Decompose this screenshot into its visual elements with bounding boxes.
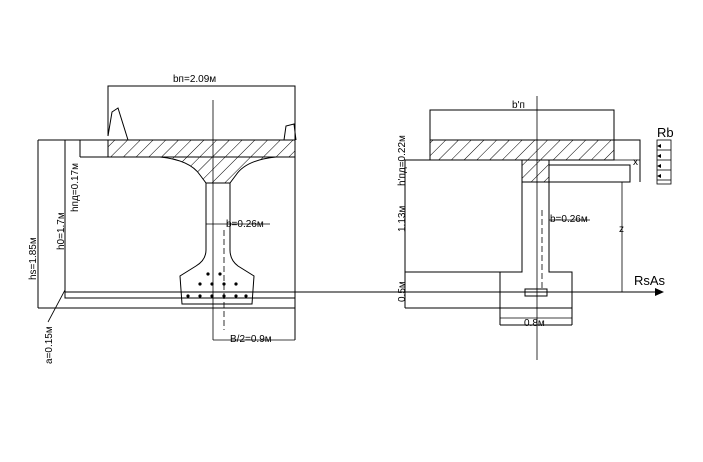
label-right-b: b=0.26м bbox=[550, 214, 588, 225]
x-dim-box bbox=[614, 139, 641, 182]
right-web-outline bbox=[405, 182, 573, 309]
right-right-block bbox=[549, 164, 631, 183]
right-hatched-flange bbox=[429, 139, 615, 161]
label-left-b: b=0.26м bbox=[226, 219, 264, 230]
right-curb bbox=[283, 123, 297, 141]
label-h0: h0=1.7м bbox=[56, 212, 67, 250]
left-beam-section: bп=2.09м b=0.26м B/2=0.9м hs=1.85м h0=1.… bbox=[28, 74, 297, 364]
right-hatched-web bbox=[521, 159, 550, 183]
label-hprime: h'пд=0.22м bbox=[397, 135, 408, 186]
label-half-width: B/2=0.9м bbox=[230, 334, 272, 345]
rebar-group bbox=[186, 272, 248, 298]
right-left-block bbox=[404, 159, 523, 273]
label-bprime: b'п bbox=[512, 100, 525, 111]
label-a: a=0.15м bbox=[44, 326, 55, 364]
label-rb: Rb bbox=[657, 125, 674, 140]
label-08: 0.8м bbox=[524, 318, 545, 329]
label-hpd: hпд=0.17м bbox=[70, 163, 81, 212]
rb-arrow-icon bbox=[657, 144, 661, 178]
label-z: z bbox=[619, 224, 624, 235]
rb-force-diagram bbox=[656, 139, 672, 185]
label-rsas: RsAs bbox=[634, 273, 666, 288]
left-top-outline bbox=[107, 85, 296, 140]
left-web bbox=[179, 183, 255, 305]
rb-stress-block bbox=[656, 139, 672, 185]
left-hatched-core bbox=[159, 156, 277, 184]
label-hs: hs=1.85м bbox=[28, 237, 39, 280]
label-bp: bп=2.09м bbox=[173, 74, 216, 85]
a-leader-line bbox=[47, 289, 66, 323]
label-113: 1.13м bbox=[397, 206, 408, 232]
label-x: x bbox=[633, 157, 638, 168]
left-bottom-outline bbox=[64, 140, 295, 299]
rsas-arrow-icon bbox=[655, 288, 664, 296]
tension-axis bbox=[65, 288, 664, 296]
left-hatched-flange bbox=[107, 139, 296, 158]
right-beam-section: b'п b=0.26м 0.8м x z Rb RsAs h'пд=0.22м … bbox=[397, 96, 674, 360]
left-curb bbox=[107, 107, 129, 141]
